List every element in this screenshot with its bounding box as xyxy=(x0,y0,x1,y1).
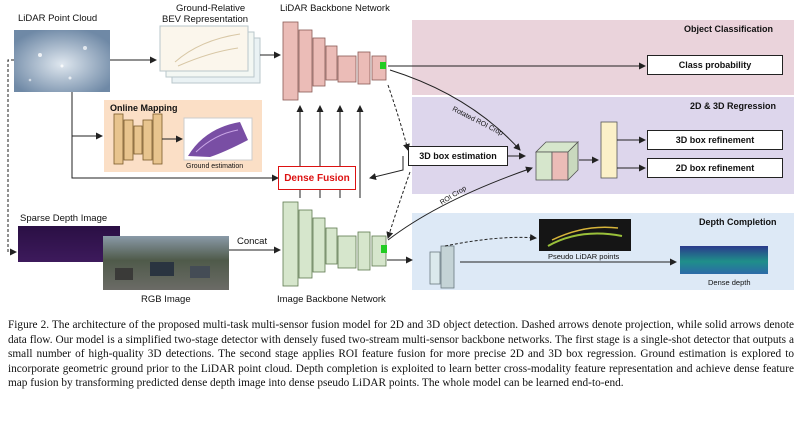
image-backbone-blocks xyxy=(282,201,387,287)
lidar-point-cloud-image xyxy=(14,30,110,92)
dense-depth-label: Dense depth xyxy=(708,278,751,287)
image-roi-marker xyxy=(381,245,387,253)
lidar-point-cloud-label: LiDAR Point Cloud xyxy=(18,13,98,24)
bev-representation-stack xyxy=(159,25,261,84)
bev-label-line2: BEV Representation xyxy=(162,14,249,25)
figure-caption: Figure 2. The architecture of the propos… xyxy=(8,319,794,390)
box-estimation-box: 3D box estimation xyxy=(408,146,508,166)
roi-fusion-blocks xyxy=(535,121,618,181)
dense-depth-image xyxy=(680,246,768,274)
object-classification-title: Object Classification xyxy=(684,24,774,34)
lidar-backbone-blocks xyxy=(282,21,387,101)
ground-estimation-label: Ground estimation xyxy=(186,163,244,170)
image-backbone-label: Image Backbone Network xyxy=(277,294,386,305)
ground-estimation-image xyxy=(183,117,253,161)
class-probability-box: Class probability xyxy=(647,55,783,75)
dense-fusion-box: Dense Fusion xyxy=(278,166,356,190)
lidar-roi-marker xyxy=(380,62,386,69)
concat-label: Concat xyxy=(237,236,268,247)
lidar-backbone-label: LiDAR Backbone Network xyxy=(280,3,390,14)
regression-title: 2D & 3D Regression xyxy=(690,101,777,111)
box-2d-refinement: 2D box refinement xyxy=(647,158,783,178)
depth-completion-title: Depth Completion xyxy=(699,217,777,227)
bev-label-line1: Ground-Relative xyxy=(176,3,246,14)
pseudo-lidar-label: Pseudo LiDAR points xyxy=(548,252,620,261)
pseudo-lidar-image xyxy=(539,219,631,251)
box-3d-refinement: 3D box refinement xyxy=(647,130,783,150)
projection-arrows xyxy=(7,59,537,256)
rgb-image xyxy=(103,236,229,290)
online-mapping-title: Online Mapping xyxy=(110,103,178,113)
depth-decoder-blocks xyxy=(429,245,455,289)
rgb-image-label: RGB Image xyxy=(141,294,191,305)
sparse-depth-label: Sparse Depth Image xyxy=(20,213,108,224)
